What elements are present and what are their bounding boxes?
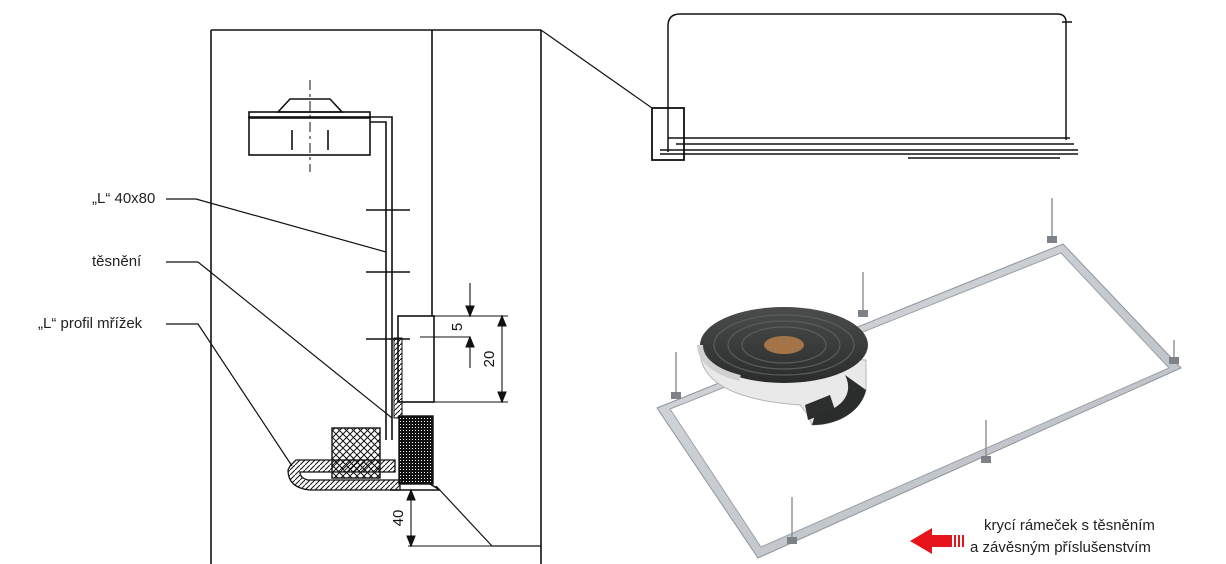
label-l-profile-grille: „L“ profil mřížek [38, 315, 143, 332]
label-gasket: těsnění [92, 253, 142, 270]
unit-outline [651, 13, 1078, 161]
dimension-5 [465, 283, 475, 368]
red-arrow-icon [910, 528, 964, 554]
dimension-20 [497, 314, 507, 404]
cover-frame-3d [656, 198, 1182, 559]
dimension-40 [406, 488, 492, 548]
l-profile-40x80 [366, 116, 410, 440]
tape-roll-core [764, 336, 804, 354]
section-detail [166, 29, 653, 564]
dim-label-40: 40 [390, 510, 407, 527]
leader-lines [166, 198, 493, 547]
l-profile-grille [287, 459, 401, 491]
label-l-profile-40x80: „L“ 40x80 [92, 190, 156, 207]
caption-line-1: krycí rámeček s těsněním [984, 517, 1155, 534]
gasket-tape-roll [697, 307, 868, 426]
hanger-bolt [248, 80, 371, 172]
gasket-block [398, 415, 434, 485]
dim-label-5: 5 [449, 323, 466, 331]
dim-label-20: 20 [481, 351, 498, 368]
caption-line-2: a závěsným příslušenstvím [970, 539, 1151, 556]
